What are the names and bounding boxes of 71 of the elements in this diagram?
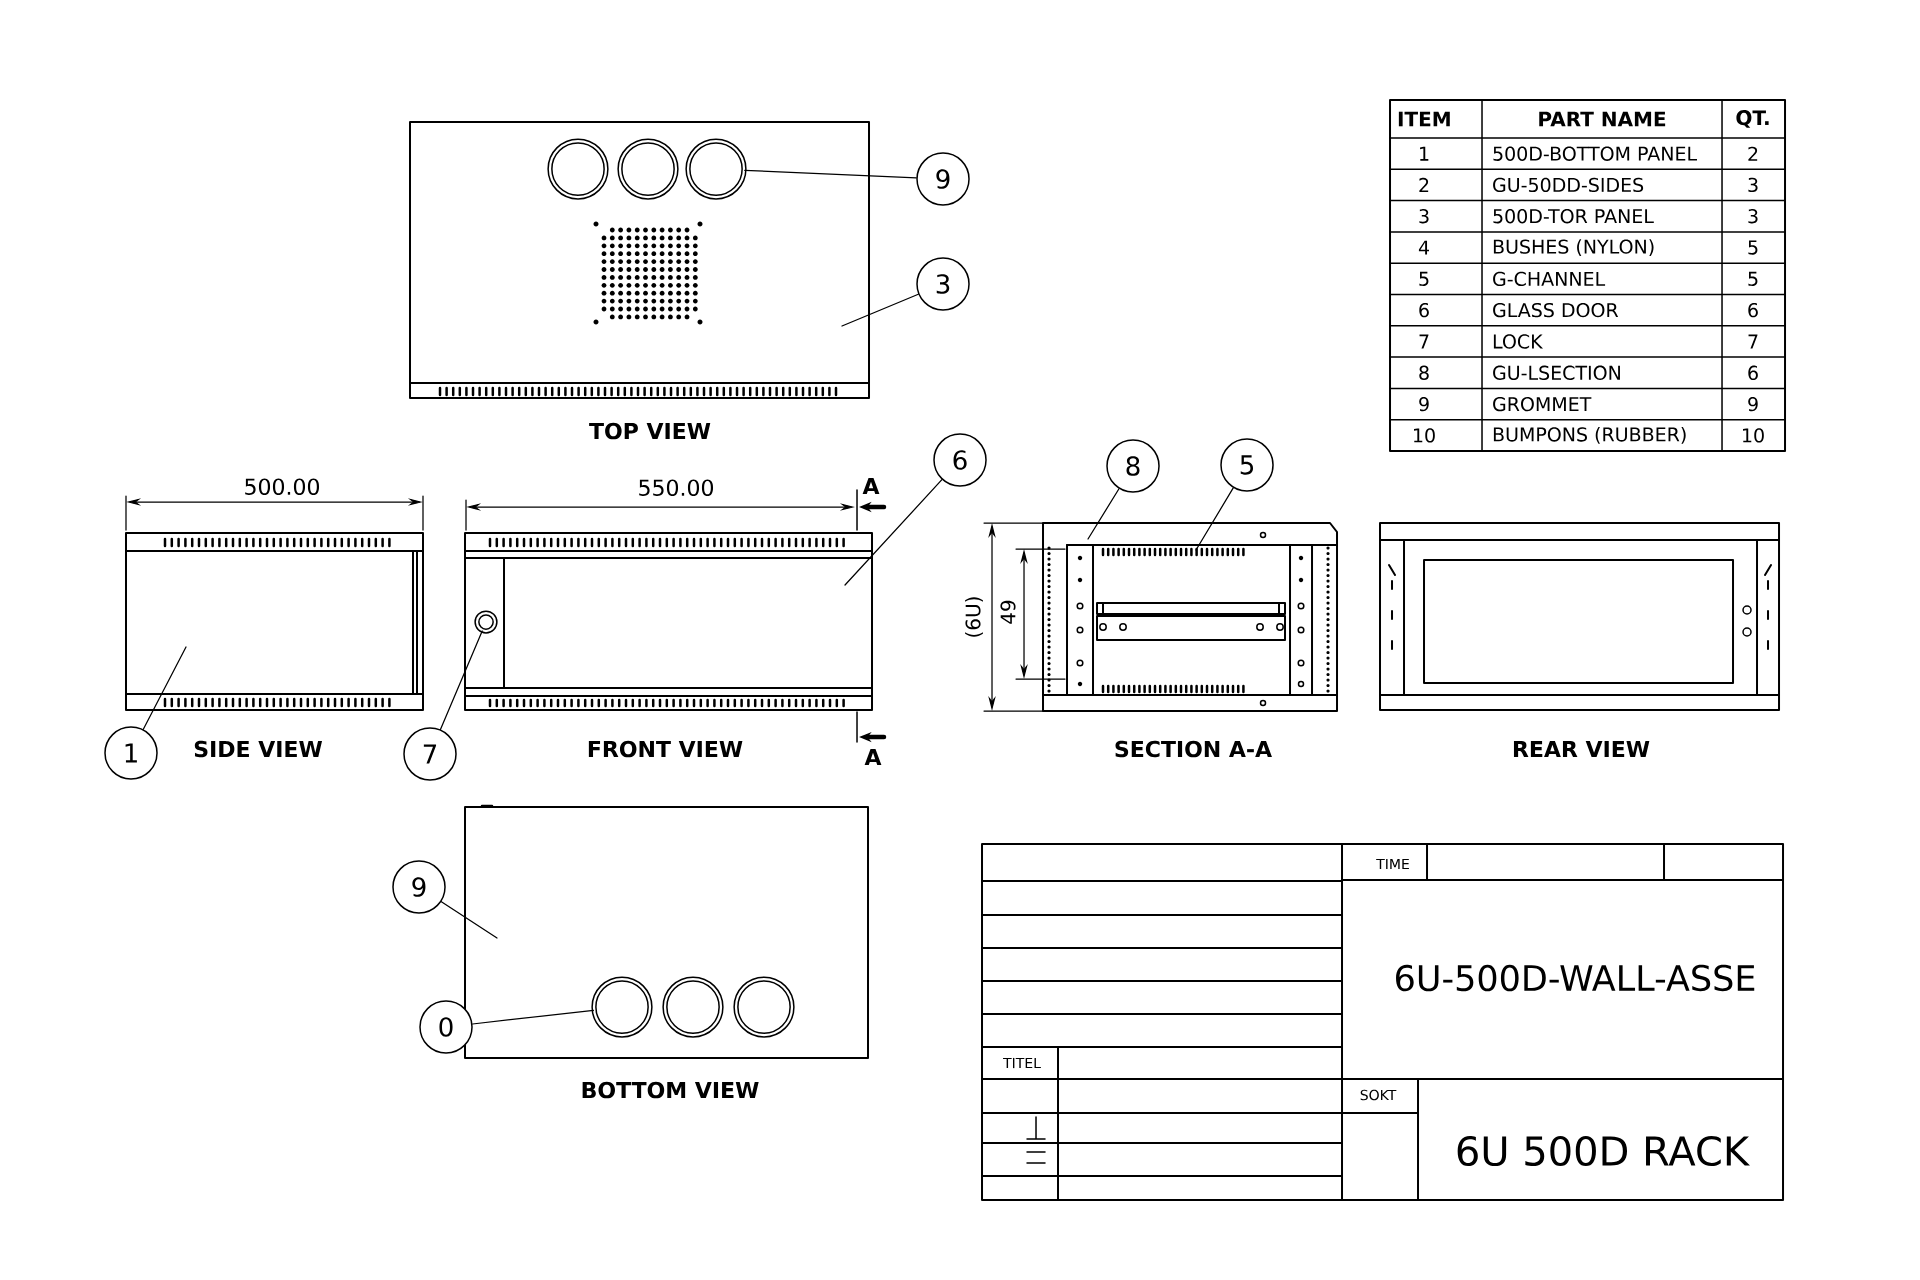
callout-bubble: 9 [392, 860, 446, 914]
table-text: 8 [1419, 365, 1429, 380]
leader-line [841, 293, 919, 327]
grommet-ring [591, 976, 653, 1038]
table-text: 3 [1748, 209, 1758, 224]
table-text: 7 [1748, 334, 1758, 349]
table-text: 10 [1414, 428, 1435, 443]
table-text: BUMPONS (RUBBER) [1493, 426, 1686, 444]
table-text: 9 [1748, 396, 1758, 412]
table-text: BUSHES (NYLON) [1493, 239, 1654, 257]
leader-line [1195, 487, 1234, 551]
leader-line [1087, 488, 1120, 540]
table-text: 6 [1748, 365, 1758, 380]
dimension-text: (6U) [965, 597, 983, 637]
section-letter: A [864, 749, 882, 766]
table-text: GLASS DOOR [1493, 302, 1619, 318]
table-text: 5 [1748, 240, 1758, 255]
view-title: SECTION A-A [1115, 740, 1272, 758]
callout-bubble: 9 [916, 152, 970, 206]
section-letter: A [862, 478, 880, 495]
table-text: GU-LSECTION [1493, 365, 1620, 380]
table-text: 2 [1419, 177, 1429, 192]
leader-line [142, 646, 187, 730]
table-header: QT. [1736, 110, 1769, 128]
drawing-number: 6U-500D-WALL-ASSE [1396, 964, 1755, 992]
table-text: 6 [1419, 302, 1429, 318]
table-text: 9 [1419, 396, 1429, 412]
callout-bubble: 6 [933, 433, 987, 487]
table-text: G-CHANNEL [1493, 271, 1606, 287]
callout-bubble: 5 [1220, 438, 1274, 492]
callout-bubble: 0 [419, 1000, 473, 1054]
leader-line [439, 630, 483, 730]
view-title: FRONT VIEW [588, 740, 743, 758]
callout-bubble: 3 [916, 257, 970, 311]
dimension-text: 500.00 [245, 478, 319, 495]
table-text: 500D-BOTTOM PANEL [1493, 146, 1697, 161]
field-label: TIME [1376, 858, 1409, 870]
field-label: TITEL [1003, 1057, 1041, 1069]
table-text: 7 [1419, 334, 1429, 349]
table-text: 1 [1420, 146, 1429, 161]
field-label: SOKT [1360, 1089, 1397, 1101]
table-header: ITEM [1398, 111, 1450, 127]
callout-bubble: 1 [104, 726, 158, 780]
table-text: LOCK [1493, 334, 1543, 349]
table-text: 10 [1743, 428, 1764, 443]
callout-bubble: 7 [403, 727, 457, 781]
leader-line [844, 479, 943, 586]
grommet-ring [685, 138, 747, 200]
leader-line [744, 169, 917, 179]
table-text: GU-50DD-SIDES [1493, 177, 1644, 193]
dimension-text: 49 [1000, 600, 1016, 624]
view-title: BOTTOM VIEW [582, 1081, 759, 1099]
table-header: PART NAME [1539, 111, 1666, 127]
table-text: 500D-TOR PANEL [1493, 209, 1654, 224]
table-text: 6 [1748, 302, 1758, 318]
table-text: 2 [1748, 146, 1758, 161]
table-text: 5 [1748, 271, 1758, 286]
leader-line [440, 901, 498, 939]
view-title: SIDE VIEW [194, 740, 323, 758]
lock-ring [474, 610, 498, 634]
table-text: 3 [1748, 177, 1758, 193]
table-text: 4 [1418, 240, 1429, 255]
leader-line [471, 1009, 595, 1025]
callout-bubble: 8 [1106, 439, 1160, 493]
dimension-text: 550.00 [639, 479, 714, 496]
view-title: TOP VIEW [589, 422, 711, 440]
table-text: 3 [1419, 209, 1429, 224]
drawing-title: 6U 500D RACK [1457, 1135, 1750, 1167]
table-text: GROMMET [1493, 396, 1592, 412]
table-text: 5 [1419, 271, 1429, 286]
view-title: REAR VIEW [1513, 741, 1650, 758]
